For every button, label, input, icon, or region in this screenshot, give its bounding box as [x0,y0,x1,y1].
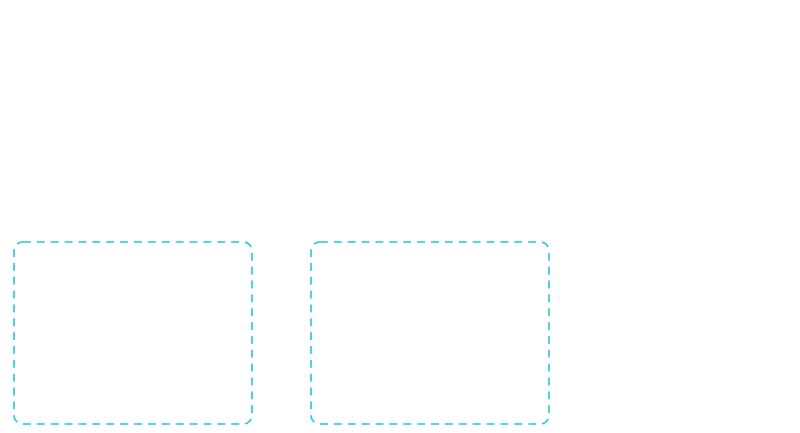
dashed-outline-left [13,241,253,425]
drop-zone-left[interactable] [13,241,253,425]
dashed-outline-right [310,241,550,425]
drop-zone-right[interactable] [310,241,550,425]
